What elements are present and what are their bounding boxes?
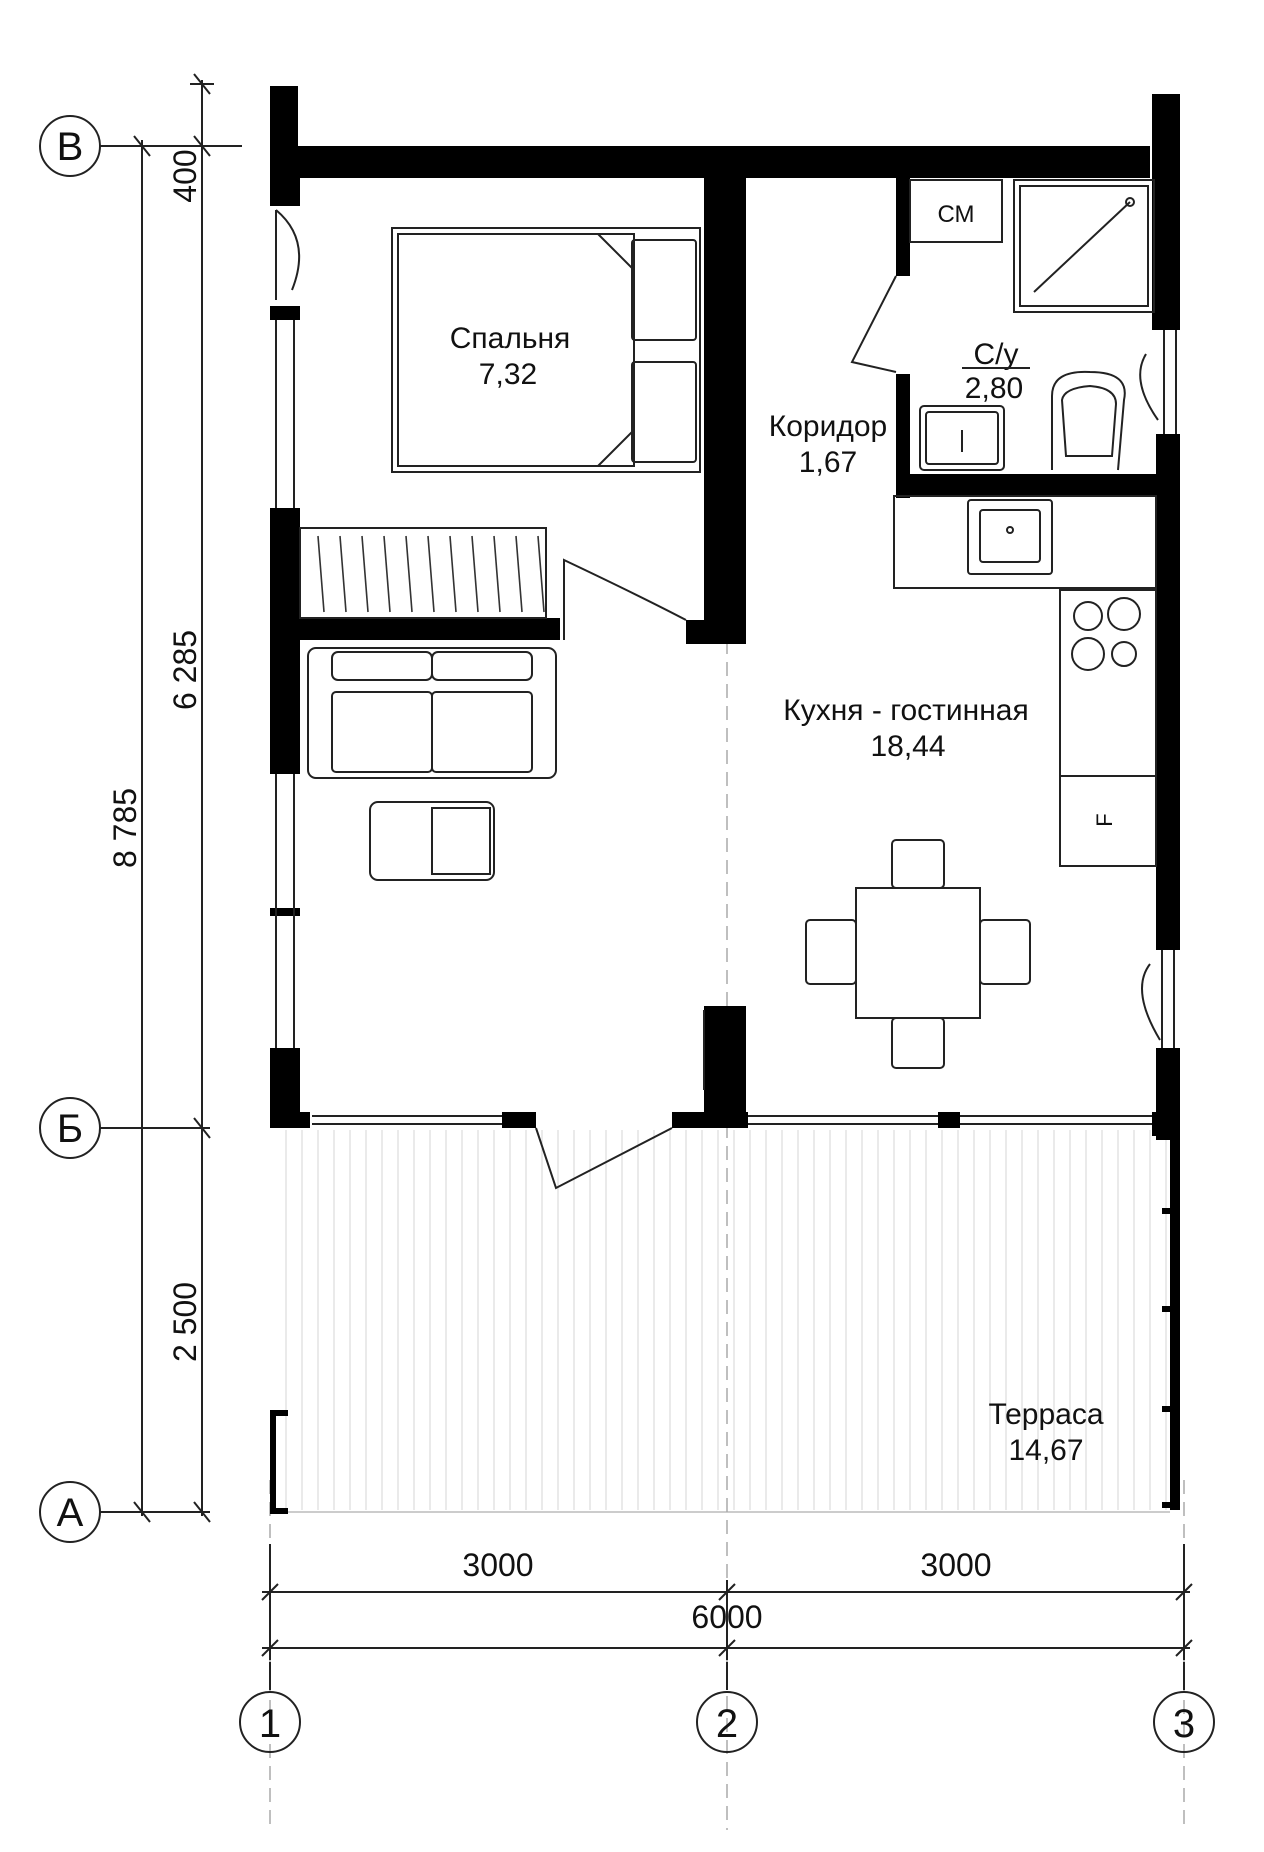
washer-label: СМ — [937, 201, 974, 228]
dim-right: 3000 — [920, 1547, 991, 1583]
horizontal-dimensions — [261, 1544, 1193, 1690]
dim-total-horizontal: 6000 — [691, 1599, 762, 1635]
dim-middle: 6 285 — [167, 630, 203, 710]
dim-top: 400 — [167, 149, 203, 202]
dim-bottom: 2 500 — [167, 1282, 203, 1362]
bathroom-fixtures — [909, 179, 1155, 471]
dim-left: 3000 — [462, 1547, 533, 1583]
fridge-label: F — [1092, 813, 1117, 826]
terrace-name: Терраса — [988, 1398, 1103, 1431]
column-axis-markers: 1 2 3 — [239, 1691, 1215, 1753]
svg-text:2: 2 — [716, 1702, 738, 1746]
corridor-area: 1,67 — [799, 446, 857, 479]
bedroom-name: Спальня — [450, 322, 571, 355]
kitchen-counter — [893, 495, 1157, 867]
walls — [270, 86, 1180, 1514]
bathroom-name: С/у — [974, 338, 1019, 371]
axis-marker-row-1: В — [39, 115, 142, 177]
vertical-dimension-labels: 400 6 285 2 500 8 785 — [107, 149, 203, 1362]
svg-text:А: А — [57, 1491, 84, 1535]
dim-total-vertical: 8 785 — [107, 788, 143, 868]
corridor-name: Коридор — [769, 410, 887, 443]
row-axis-markers: В Б А — [39, 115, 142, 1543]
sofa — [307, 647, 557, 779]
bed — [391, 227, 701, 473]
terrace-decking — [270, 1130, 1170, 1513]
axis-marker-row-3: А — [39, 1481, 142, 1543]
kitchen-living-area: 18,44 — [870, 730, 945, 763]
axis-marker-row-2: Б — [39, 1097, 142, 1159]
svg-text:3: 3 — [1173, 1702, 1195, 1746]
kitchen-living-name: Кухня - гостинная — [783, 694, 1028, 727]
svg-text:1: 1 — [259, 1702, 281, 1746]
window-lines — [275, 320, 1177, 1125]
coffee-table — [369, 801, 495, 881]
axis-marker-col-2: 2 — [696, 1691, 758, 1753]
bedroom-area: 7,32 — [479, 358, 537, 391]
wardrobe — [299, 527, 547, 619]
svg-text:В: В — [57, 125, 84, 169]
horizontal-dimension-labels: 3000 3000 6000 — [462, 1547, 991, 1635]
axis-marker-col-1: 1 — [239, 1691, 301, 1753]
doors — [275, 209, 1161, 1190]
dining-set — [805, 839, 1031, 1069]
bathroom-area: 2,80 — [965, 372, 1023, 405]
svg-text:Б: Б — [57, 1107, 83, 1151]
terrace-area: 14,67 — [1008, 1434, 1083, 1467]
room-labels: Спальня 7,32 Коридор 1,67 С/у 2,80 Кухня… — [450, 201, 1117, 1467]
vertical-dimensions — [130, 73, 242, 1523]
axis-marker-col-3: 3 — [1153, 1691, 1215, 1753]
